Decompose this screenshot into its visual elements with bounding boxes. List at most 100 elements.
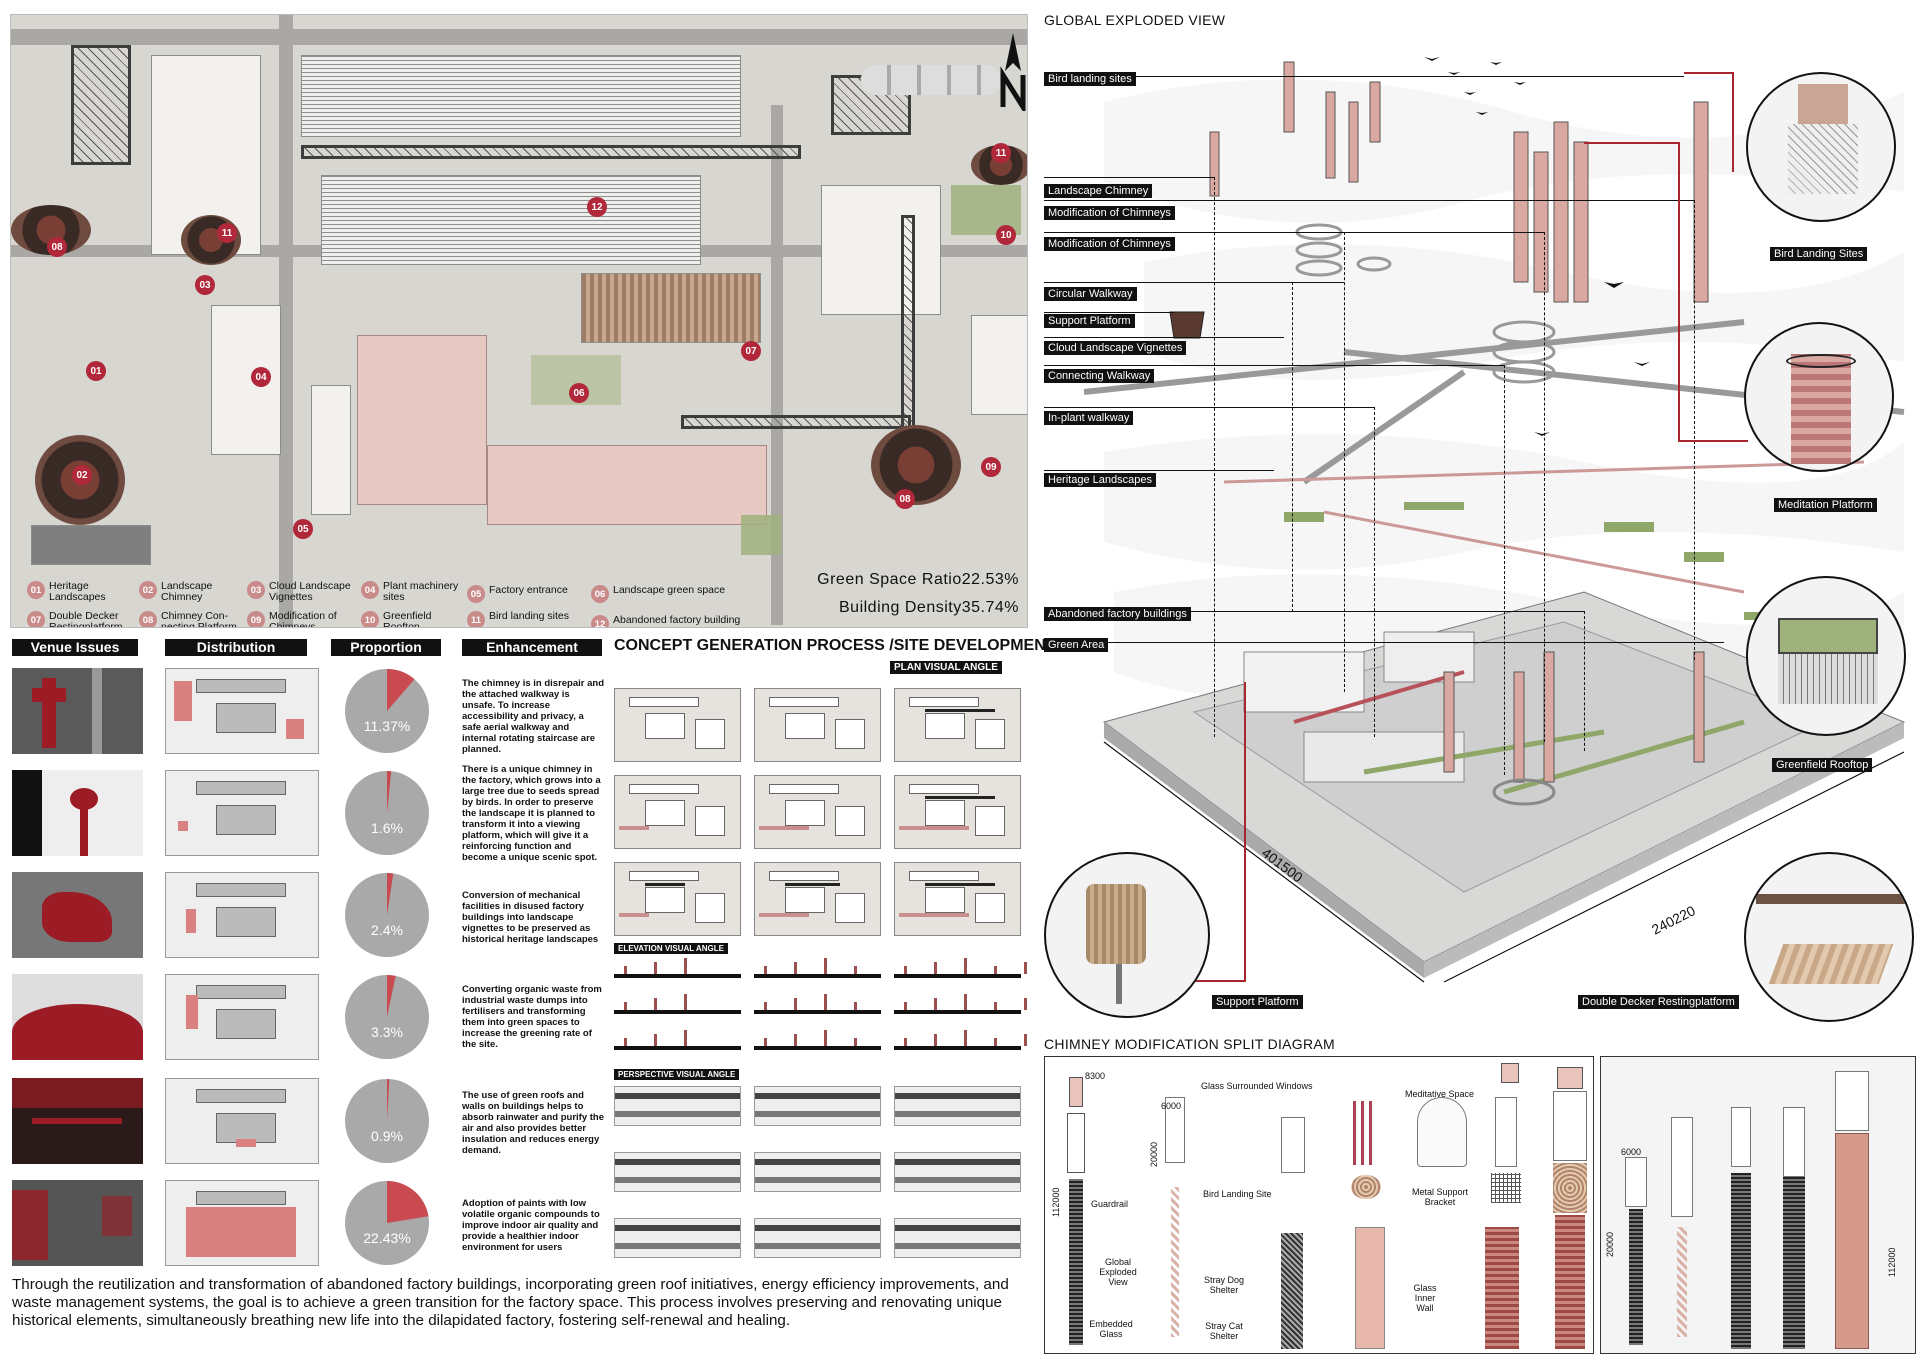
chimney-top-segment (1069, 1077, 1083, 1107)
detail-greenfield-rooftop (1746, 576, 1906, 736)
glass-section (1835, 1071, 1869, 1131)
spiral-stair (1677, 1227, 1687, 1337)
label-bird-landing-sites: Bird landing sites (1044, 72, 1136, 86)
plan-thumbnail (754, 775, 881, 849)
leader-line (1044, 282, 1344, 283)
marker-03: 03 (195, 275, 215, 295)
proportion-label: 3.3% (371, 1024, 403, 1040)
chimney-body (1783, 1177, 1805, 1349)
detail-bird-landing-sites (1746, 72, 1896, 222)
label-heritage-landscapes: Heritage Landscapes (1044, 473, 1156, 487)
label-support-platform: Support Platform (1044, 314, 1135, 328)
bird-landing-wrap (1553, 1163, 1587, 1213)
legend-text: Double Decker Restingplatform (49, 610, 123, 628)
elevation-visual-angle-tag: ELEVATION VISUAL ANGLE (614, 943, 728, 954)
detail-meditation-platform (1744, 322, 1894, 472)
enhancement-text: Adoption of paints with low volatile org… (462, 1198, 600, 1253)
plan-thumbnail (754, 862, 881, 936)
marker-01: 01 (86, 361, 106, 381)
dim-20000: 20000 (1149, 1141, 1159, 1167)
perspective-thumbnail (614, 1086, 741, 1126)
green-space (741, 515, 781, 555)
label-global-exploded-view: Global Exploded View (1099, 1257, 1137, 1287)
factory-building (971, 315, 1027, 415)
distribution-header: Distribution (165, 639, 307, 656)
label-embedded-glass: Embedded Glass (1089, 1319, 1133, 1339)
legend-number: 03 (247, 581, 265, 599)
floating-chimneys (1209, 61, 1709, 303)
projection-line (1292, 282, 1293, 612)
legend-number: 11 (467, 611, 485, 627)
label-in-plant-walkway: In-plant walkway (1044, 411, 1134, 425)
storage-tanks (861, 65, 1001, 95)
perspective-thumbnail (894, 1218, 1021, 1258)
legend-number: 12 (591, 615, 609, 627)
proportion-pie (345, 873, 429, 957)
concept-title: CONCEPT GENERATION PROCESS /SITE DEVELOP… (614, 637, 1056, 654)
legend-text: Plant machinery sites (383, 580, 459, 603)
summary-paragraph: Through the reutilization and transforma… (12, 1276, 1009, 1329)
label-landscape-chimney: Landscape Chimney (1044, 184, 1153, 198)
building-density: Building Density35.74% (839, 599, 1019, 616)
projection-line (1694, 200, 1695, 660)
elevation-thumbnail (894, 994, 1027, 1018)
legend-number: 06 (591, 585, 609, 603)
label-bird-landing-sites-detail: Bird Landing Sites (1770, 247, 1868, 261)
chimney-tower (71, 45, 131, 165)
spiral-stair (1171, 1187, 1179, 1337)
marker-08: 08 (895, 489, 915, 509)
pink-building (357, 335, 487, 505)
proportion-pie (345, 1079, 429, 1163)
exploded-view-title: GLOBAL EXPLODED VIEW (1044, 12, 1226, 28)
dimension-line (1443, 751, 1905, 983)
label-metal-support-bracket: Metal Support Bracket (1411, 1187, 1469, 1207)
marker-11: 11 (991, 143, 1011, 163)
perspective-thumbnail (614, 1152, 741, 1192)
label-guardrail: Guardrail (1091, 1199, 1129, 1209)
detail-link (1678, 440, 1748, 442)
dimension-line (1103, 741, 1425, 983)
proportion-label: 11.37% (363, 718, 411, 734)
legend-number: 05 (467, 585, 485, 603)
perspective-visual-angle-tag: PERSPECTIVE VISUAL ANGLE (614, 1069, 740, 1080)
proportion-pie (345, 975, 429, 1059)
distribution-map (165, 1180, 319, 1266)
leader-line (1044, 337, 1284, 338)
perspective-thumbnail (614, 1218, 741, 1258)
enhancement-text: There is a unique chimney in the factory… (462, 764, 601, 863)
pie-slice (387, 1181, 429, 1223)
factory-building (31, 525, 151, 565)
road (279, 15, 293, 627)
pie-slice (387, 771, 392, 813)
leader-line (1044, 470, 1274, 471)
pie-slice (387, 873, 394, 915)
detail-link (1244, 682, 1246, 982)
aerial-walkway (301, 145, 801, 159)
marker-05: 05 (293, 519, 313, 539)
plan-thumbnail (894, 775, 1021, 849)
elevation-thumbnail (754, 994, 881, 1018)
elevation-thumbnail (754, 958, 881, 982)
pink-building (487, 445, 767, 525)
label-modification-of-chimneys: Modification of Chimneys (1044, 237, 1175, 251)
proportion-header: Proportion (331, 639, 441, 656)
perspective-thumbnail (754, 1086, 881, 1126)
issue-photo-roof (12, 1078, 143, 1164)
dim-112000: 112000 (1887, 1247, 1897, 1277)
factory-building (311, 385, 351, 515)
plan-thumbnail (614, 688, 741, 762)
proportion-label: 22.43% (363, 1230, 411, 1246)
projection-line (1344, 232, 1345, 692)
legend-number: 01 (27, 581, 45, 599)
label-glass-inner-wall: Glass Inner Wall (1413, 1283, 1437, 1313)
label-connecting-walkway: Connecting Walkway (1044, 369, 1155, 383)
leader-line (1044, 407, 1374, 408)
double-decker-platform (581, 273, 761, 343)
bird-icons (1424, 57, 1650, 436)
legend-text: Landscape Chimney (161, 580, 213, 603)
label-glass-surrounded-windows: Glass Surrounded Windows (1201, 1081, 1313, 1091)
